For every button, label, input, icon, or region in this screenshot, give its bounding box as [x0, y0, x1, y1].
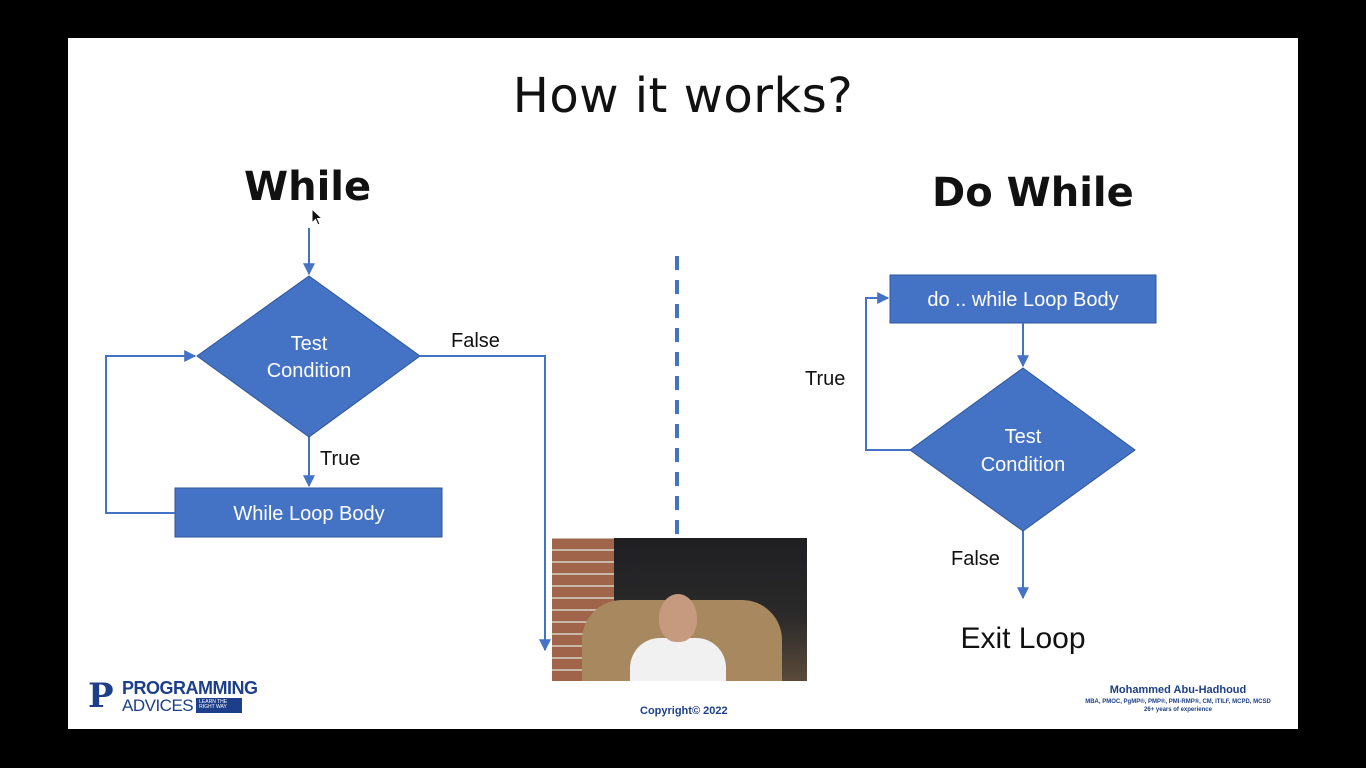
while-decision-line-1: Test [291, 333, 328, 355]
while-false-label: False [451, 330, 500, 352]
svg-text:Test: Test [291, 333, 328, 355]
slide: How it works? While Do While Test Condit… [68, 38, 1298, 729]
do-while-decision-line-1: Test [1005, 426, 1042, 448]
do-while-decision-diamond [909, 367, 1136, 532]
logo-text: PROGRAMMING ADVICES LEARN THE RIGHT WAY [122, 679, 258, 714]
while-loop-back-arrow [105, 350, 197, 514]
slide-title: How it works? [512, 68, 854, 124]
while-true-label: True [320, 448, 360, 470]
while-false-arrow [420, 355, 551, 652]
author-credentials: MBA, PMOC, PgMP®, PMP®, PMI-RMP®, CM, IT… [1085, 699, 1271, 705]
do-while-body-label: do .. while Loop Body [927, 289, 1118, 311]
exit-loop-label: Exit Loop [960, 622, 1085, 655]
do-while-body-box [889, 274, 1157, 324]
do-while-true-loop-arrow [865, 292, 910, 451]
do-while-decision-line-2: Condition [981, 454, 1066, 476]
while-heading: While [244, 164, 372, 210]
author-name: Mohammed Abu-Hadhoud [1109, 684, 1247, 696]
author-experience: 26+ years of experience [1144, 707, 1212, 713]
svg-text:Test: Test [1005, 426, 1042, 448]
logo-bottom-word: ADVICES [122, 695, 194, 715]
logo-top-word: PROGRAMMING [122, 677, 258, 698]
webcam-presenter-head [659, 594, 697, 642]
logo-p-icon: P [88, 676, 114, 716]
do-while-false-label: False [951, 548, 1000, 570]
logo-bottom-row: ADVICES LEARN THE RIGHT WAY [122, 697, 258, 714]
webcam-presenter-body [630, 638, 726, 681]
while-decision-line-2: Condition [267, 360, 352, 382]
flowchart-diagram: Test Condition True While Loop Body Fals… [105, 228, 1157, 655]
programming-advices-logo: P PROGRAMMING ADVICES LEARN THE RIGHT WA… [88, 678, 258, 714]
while-decision-diamond [196, 275, 421, 438]
do-while-true-label: True [805, 368, 845, 390]
while-body-box [174, 487, 443, 538]
presenter-webcam [552, 538, 807, 681]
svg-text:Condition: Condition [981, 454, 1066, 476]
mouse-pointer-icon [311, 208, 323, 226]
do-while-heading: Do While [932, 170, 1134, 216]
svg-text:Condition: Condition [267, 360, 352, 382]
while-body-label: While Loop Body [233, 503, 384, 525]
author-block: Mohammed Abu-Hadhoud MBA, PMOC, PgMP®, P… [1068, 684, 1288, 713]
logo-tagline: LEARN THE RIGHT WAY [196, 697, 243, 713]
copyright-text: Copyright© 2022 [640, 705, 728, 717]
